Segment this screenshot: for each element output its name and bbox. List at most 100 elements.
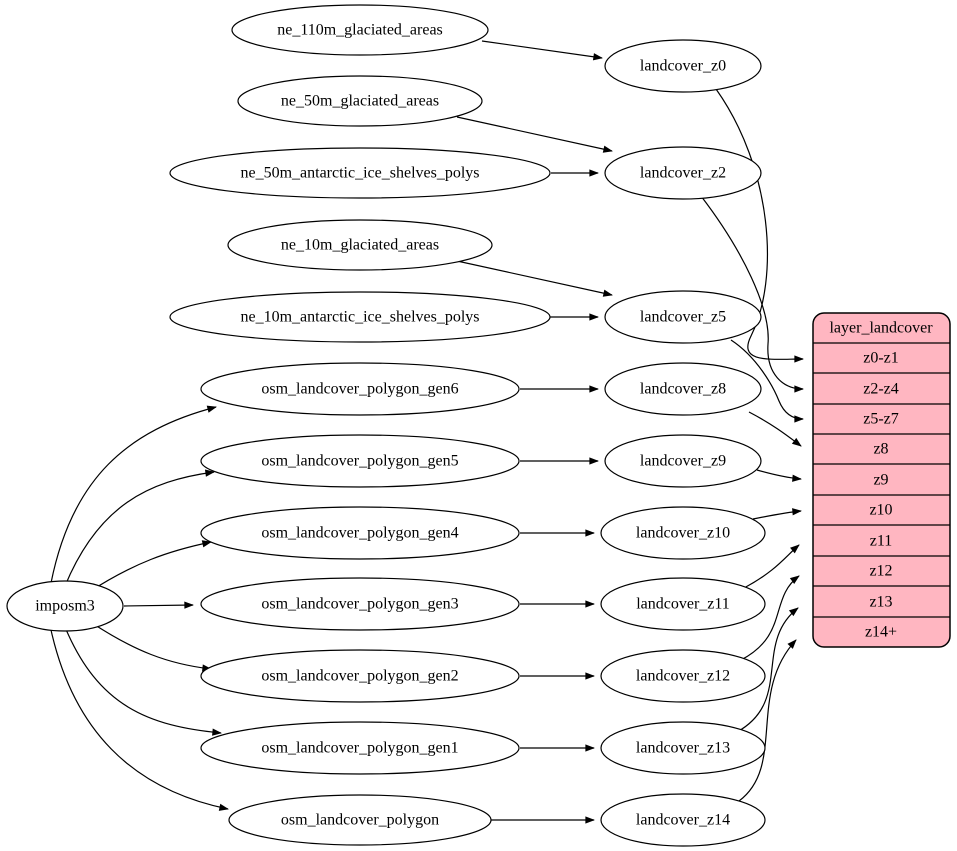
- record-row-z14plus: z14+: [865, 624, 897, 641]
- node-ellipse: [231, 4, 489, 56]
- edge-imposm3-to-osm-landcover-polygon: [50, 629, 229, 811]
- node-ellipse: [227, 219, 493, 271]
- record-row-z2-z4: z2-z4: [863, 381, 899, 398]
- node-landcover-z13: landcover_z13: [600, 721, 766, 775]
- edge-landcover-z13-to-row-z13: [736, 607, 799, 733]
- node-ellipse: [200, 434, 520, 488]
- node-label: landcover_z11: [636, 596, 730, 613]
- node-label: landcover_z8: [640, 381, 726, 398]
- record-layer-landcover: layer_landcover z0-z1 z2-z4 z5-z7 z8 z9 …: [812, 312, 951, 648]
- node-ne-10m-glaciated-areas: ne_10m_glaciated_areas: [227, 219, 493, 271]
- node-landcover-z14: landcover_z14: [600, 793, 766, 847]
- node-ellipse: [169, 291, 551, 343]
- node-osm-landcover-polygon-gen6: osm_landcover_polygon_gen6: [200, 362, 520, 416]
- node-landcover-z10: landcover_z10: [600, 506, 766, 560]
- node-ellipse: [600, 721, 766, 775]
- edge-landcover-z9-to-row-z9: [756, 469, 802, 482]
- node-label: ne_50m_glaciated_areas: [281, 93, 439, 110]
- node-ne-10m-antarctic-ice-shelves-polys: ne_10m_antarctic_ice_shelves_polys: [169, 291, 551, 343]
- node-ellipse: [600, 649, 766, 703]
- node-label: osm_landcover_polygon_gen5: [261, 453, 458, 470]
- node-ellipse: [228, 794, 492, 846]
- edge-imposm3-to-osm-landcover-polygon-gen2: [88, 620, 212, 672]
- node-label: landcover_z14: [636, 812, 730, 829]
- node-ellipse: [200, 721, 520, 775]
- node-label: osm_landcover_polygon_gen4: [261, 525, 458, 542]
- node-landcover-z11: landcover_z11: [600, 577, 766, 631]
- node-label: landcover_z0: [640, 58, 726, 75]
- node-ellipse: [169, 147, 551, 199]
- node-osm-landcover-polygon-gen2: osm_landcover_polygon_gen2: [200, 649, 520, 703]
- edge-landcover-z2-to-row-z2-z4: [700, 195, 804, 393]
- node-landcover-z12: landcover_z12: [600, 649, 766, 703]
- edge-imposm3-to-osm-landcover-polygon-gen5: [64, 469, 215, 587]
- node-ellipse: [604, 146, 762, 200]
- node-ellipse: [600, 793, 766, 847]
- node-ne-110m-glaciated-areas: ne_110m_glaciated_areas: [231, 4, 489, 56]
- node-ellipse: [604, 434, 762, 488]
- node-imposm3: imposm3: [6, 580, 124, 632]
- edge-imposm3-to-osm-landcover-polygon-gen1: [64, 626, 222, 736]
- node-label: landcover_z5: [640, 309, 726, 326]
- edge-landcover-z8-to-row-z8: [748, 411, 802, 447]
- node-osm-landcover-polygon-gen1: osm_landcover_polygon_gen1: [200, 721, 520, 775]
- node-ellipse: [200, 577, 520, 631]
- node-ellipse: [200, 649, 520, 703]
- node-osm-landcover-polygon-gen5: osm_landcover_polygon_gen5: [200, 434, 520, 488]
- node-ne-50m-antarctic-ice-shelves-polys: ne_50m_antarctic_ice_shelves_polys: [169, 147, 551, 199]
- node-osm-landcover-polygon-gen4: osm_landcover_polygon_gen4: [200, 506, 520, 560]
- node-ne-50m-glaciated-areas: ne_50m_glaciated_areas: [237, 75, 483, 127]
- node-label: landcover_z9: [640, 453, 726, 470]
- edge-landcover-z14-to-row-z14plus: [738, 639, 797, 802]
- record-row-z12: z12: [869, 563, 892, 580]
- node-label: osm_landcover_polygon_gen2: [261, 668, 458, 685]
- edge-ne-110m-glaciated-areas-to-landcover-z0: [481, 40, 603, 61]
- record-title: layer_landcover: [829, 320, 933, 337]
- node-landcover-z9: landcover_z9: [604, 434, 762, 488]
- edge-imposm3-to-osm-landcover-polygon-gen6: [50, 405, 217, 584]
- node-ellipse: [200, 362, 520, 416]
- node-osm-landcover-polygon: osm_landcover_polygon: [228, 794, 492, 846]
- node-landcover-z8: landcover_z8: [604, 362, 762, 416]
- edge-landcover-z12-to-row-z12: [740, 575, 800, 661]
- record-row-z11: z11: [870, 533, 893, 550]
- node-ellipse: [604, 39, 762, 93]
- node-osm-landcover-polygon-gen3: osm_landcover_polygon_gen3: [200, 577, 520, 631]
- node-label: imposm3: [35, 598, 95, 615]
- node-ellipse: [200, 506, 520, 560]
- edge-landcover-z11-to-row-z11: [743, 544, 800, 589]
- node-label: osm_landcover_polygon_gen1: [261, 740, 458, 757]
- edge-ne-50m-glaciated-areas-to-landcover-z2: [456, 116, 613, 153]
- node-label: osm_landcover_polygon_gen3: [261, 596, 458, 613]
- node-ellipse: [237, 75, 483, 127]
- node-label: ne_50m_antarctic_ice_shelves_polys: [240, 165, 479, 182]
- node-label: osm_landcover_polygon_gen6: [261, 381, 458, 398]
- node-landcover-z5: landcover_z5: [604, 290, 762, 344]
- record-outline: [812, 312, 951, 648]
- node-label: ne_110m_glaciated_areas: [277, 22, 443, 39]
- record-row-z0-z1: z0-z1: [863, 350, 899, 367]
- node-label: osm_landcover_polygon: [281, 812, 439, 829]
- node-ellipse: [6, 580, 124, 632]
- edge-imposm3-to-osm-landcover-polygon-gen3: [123, 601, 194, 609]
- node-label: landcover_z12: [636, 668, 730, 685]
- node-ellipse: [600, 506, 766, 560]
- record-row-z13: z13: [869, 594, 892, 611]
- edge-landcover-z0-to-row-z0-z1: [715, 88, 804, 363]
- record-row-z9: z9: [873, 472, 888, 489]
- edge-ne-10m-glaciated-areas-to-landcover-z5: [456, 260, 613, 297]
- node-label: ne_10m_glaciated_areas: [281, 237, 439, 254]
- edge-imposm3-to-osm-landcover-polygon-gen4: [88, 540, 212, 593]
- record-row-z8: z8: [873, 441, 888, 458]
- node-label: landcover_z10: [636, 525, 730, 542]
- node-label: landcover_z2: [640, 165, 726, 182]
- edge-landcover-z5-to-row-z5-z7: [730, 339, 804, 423]
- node-label: landcover_z13: [636, 740, 730, 757]
- node-landcover-z2: landcover_z2: [604, 146, 762, 200]
- record-row-z5-z7: z5-z7: [863, 411, 899, 428]
- node-ellipse: [604, 290, 762, 344]
- edge-landcover-z10-to-row-z10: [752, 508, 802, 520]
- node-ellipse: [600, 577, 766, 631]
